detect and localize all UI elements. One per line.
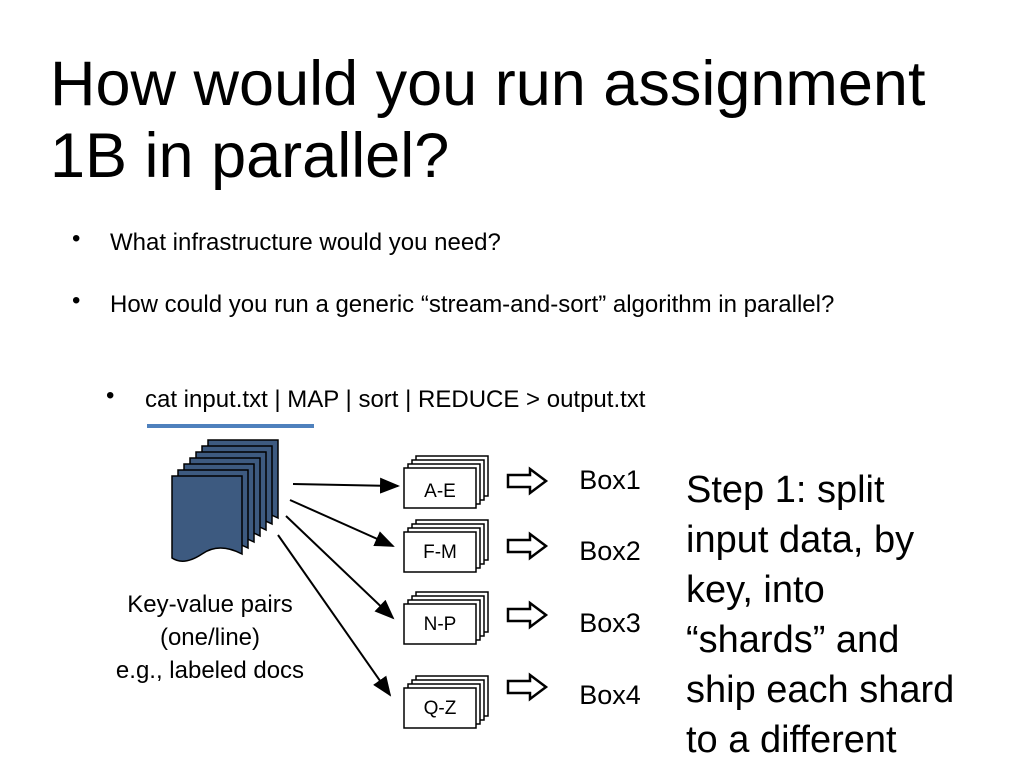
- shard-label-a-e: A-E: [424, 481, 456, 502]
- title-line-2: 1B in parallel?: [50, 121, 450, 191]
- step-line: key, into: [686, 569, 825, 611]
- bullet-stream-and-sort: How could you run a generic “stream-and-…: [110, 291, 835, 318]
- shard-stack-icon: [403, 519, 489, 573]
- sub-bullet-dot: •: [106, 382, 115, 409]
- shard-stack-icon: [403, 455, 489, 509]
- split-arrow-icon: [292, 477, 400, 494]
- box-label-3: Box3: [567, 605, 653, 641]
- slide-title: How would you run assignment 1B in paral…: [50, 48, 1010, 192]
- box-label-2: Box2: [567, 533, 653, 569]
- step-line: input data, by: [686, 519, 915, 561]
- step-1-text: Step 1: split input data, by key, into “…: [686, 465, 1016, 765]
- split-arrow-icon: [289, 499, 395, 547]
- bullet-infrastructure: What infrastructure would you need?: [110, 229, 501, 256]
- shard-label-f-m: F-M: [423, 542, 457, 563]
- caption-line: Key-value pairs: [127, 591, 293, 618]
- step-line: ship each shard: [686, 669, 955, 711]
- ship-arrow-icon: [506, 531, 549, 561]
- input-file-underline: [147, 424, 314, 428]
- step-line: Step 1: split: [686, 469, 885, 511]
- box-label-4: Box4: [567, 677, 653, 713]
- caption-line: e.g., labeled docs: [115, 657, 305, 684]
- split-arrow-icon: [285, 515, 395, 620]
- shard-stack-icon: [403, 591, 489, 645]
- shard-label-q-z: Q-Z: [423, 698, 457, 719]
- input-document-stack-icon: [171, 439, 279, 562]
- step-line: “shards” and: [686, 619, 900, 661]
- split-arrow-icon: [277, 534, 392, 697]
- bullet-dot: •: [72, 287, 81, 314]
- step-line: to a different: [686, 719, 897, 761]
- shard-stack-icon: [403, 675, 489, 729]
- caption-line: (one/line): [159, 624, 261, 651]
- ship-arrow-icon: [506, 600, 549, 630]
- shard-label-n-p: N-P: [423, 614, 457, 635]
- title-line-1: How would you run assignment: [50, 49, 926, 119]
- sub-bullet-pipeline: cat input.txt | MAP | sort | REDUCE > ou…: [145, 386, 646, 413]
- ship-arrow-icon: [506, 672, 549, 702]
- bullet-dot: •: [72, 225, 81, 252]
- box-label-1: Box1: [567, 462, 653, 498]
- input-caption: Key-value pairs (one/line) e.g., labeled…: [80, 588, 340, 687]
- ship-arrow-icon: [506, 466, 549, 496]
